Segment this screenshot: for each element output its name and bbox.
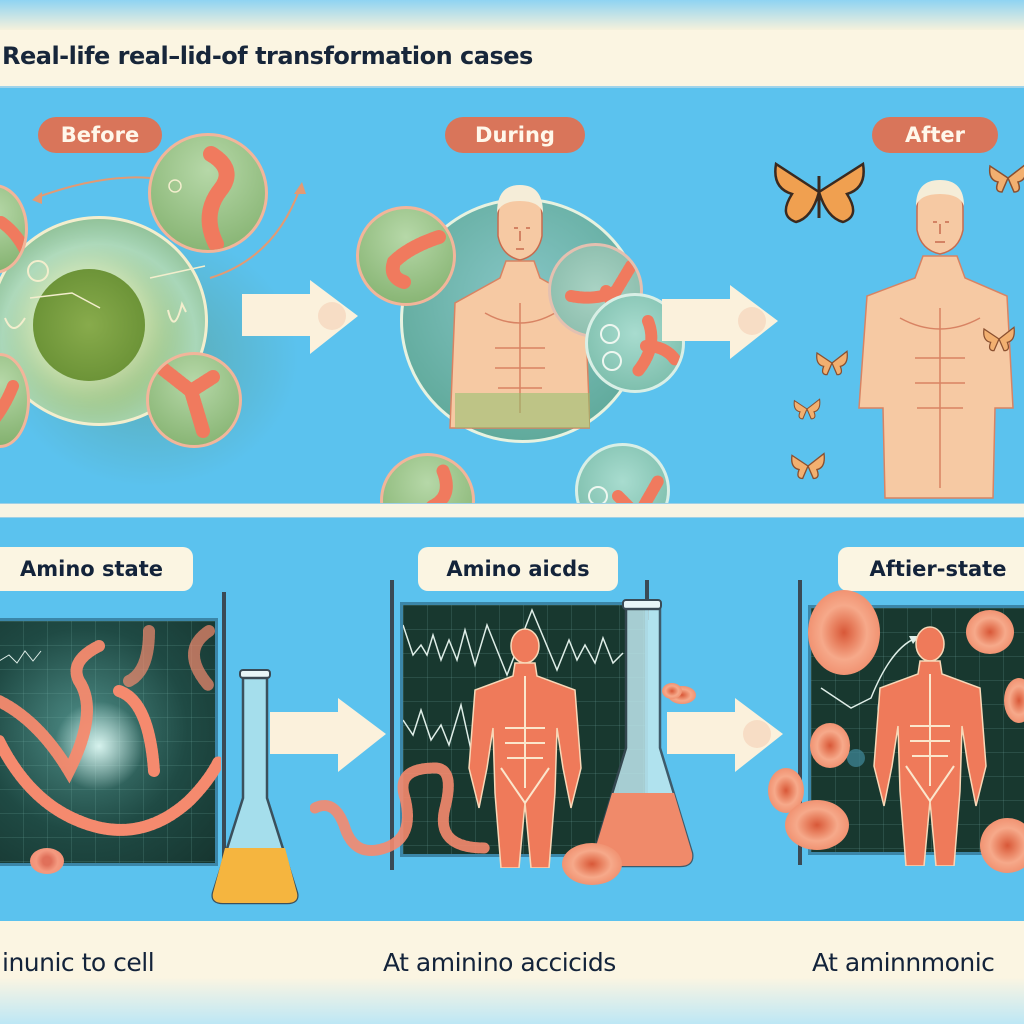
after-badge: After xyxy=(872,117,998,153)
protein-strand-icon xyxy=(0,625,221,836)
blood-cell-icon xyxy=(810,723,850,768)
cell-ring-icon xyxy=(30,848,64,874)
amino-acids-label: Amino aicds xyxy=(418,547,618,591)
title-banner: Real-life real–lid-of transformation cas… xyxy=(0,30,1024,88)
cycle-arrows-icon xyxy=(32,176,306,279)
page-title: Real-life real–lid-of transformation cas… xyxy=(2,42,533,70)
right-arrow-icon xyxy=(662,285,778,359)
protein-strand-icon xyxy=(310,762,491,856)
chromosome-circle xyxy=(356,206,456,306)
caption-bar: inunic to cell At aminino accicids At am… xyxy=(0,921,1024,1024)
butterfly-icon xyxy=(816,350,848,376)
waveform-icon xyxy=(403,607,624,751)
chalkboard xyxy=(0,618,221,866)
board-stand xyxy=(798,580,802,865)
flask-icon xyxy=(211,669,299,905)
human-torso-icon xyxy=(858,180,1014,499)
board-stand xyxy=(222,592,226,892)
amino-panel: Amino state Amino aicds xyxy=(0,518,1024,920)
caption-stage-2: At aminino accicids xyxy=(383,948,616,977)
muscle-figure-icon xyxy=(873,626,987,866)
right-arrow-icon xyxy=(242,280,358,354)
amino-state-label: Amino state xyxy=(0,547,193,591)
chromosome-circle xyxy=(148,133,268,253)
muscle-figure-icon xyxy=(468,628,582,868)
blood-cell-icon xyxy=(662,683,682,699)
caption-stage-1: inunic to cell xyxy=(2,948,155,977)
butterfly-icon xyxy=(983,326,1015,352)
top-sky-gradient xyxy=(0,0,1024,30)
during-badge: During xyxy=(445,117,585,153)
caption-stage-3: At aminnmonic xyxy=(812,948,995,977)
butterfly-icon xyxy=(988,164,1024,193)
blood-cell-icon xyxy=(966,610,1014,654)
chromosome-circle xyxy=(146,352,242,448)
before-badge: Before xyxy=(38,117,162,153)
nucleus-icon xyxy=(33,269,145,381)
monarch-butterfly-icon xyxy=(774,161,865,224)
board-stand xyxy=(390,580,394,870)
blood-cell-icon xyxy=(562,843,622,885)
right-arrow-icon xyxy=(270,698,386,772)
blood-cell-icon xyxy=(1004,678,1024,723)
butterfly-icon xyxy=(793,398,821,420)
section-divider xyxy=(0,503,1024,518)
after-state-label: Aftier-state xyxy=(838,547,1024,591)
transformation-panel: Before xyxy=(0,88,1024,574)
right-arrow-icon xyxy=(667,698,783,772)
blood-cell-icon xyxy=(980,818,1024,873)
butterfly-icon xyxy=(791,452,825,480)
blood-cell-icon xyxy=(808,590,880,675)
blood-cell-icon xyxy=(785,800,849,850)
cell-organelle-lines-icon xyxy=(4,260,206,329)
